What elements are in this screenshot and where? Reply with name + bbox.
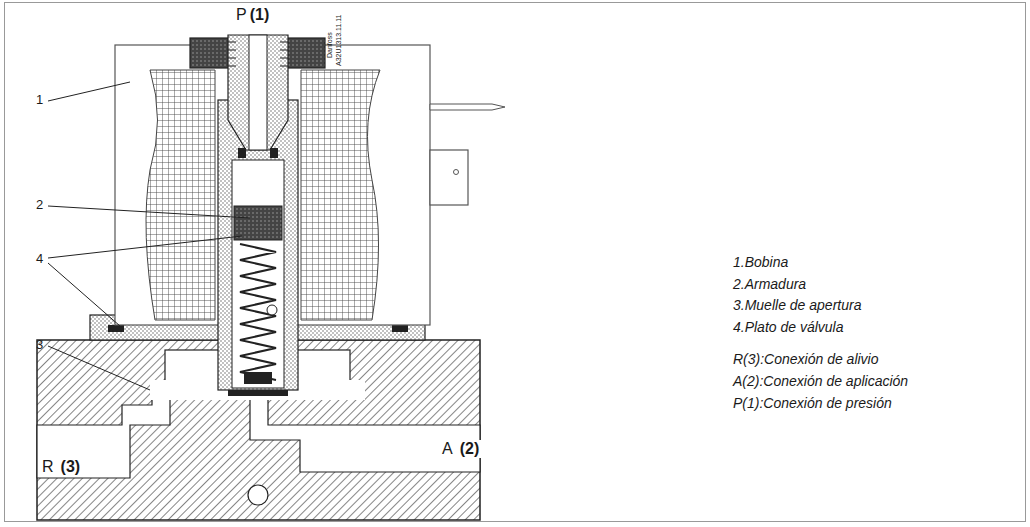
coil-winding bbox=[301, 70, 380, 320]
armature bbox=[234, 206, 282, 240]
port-number: (3) bbox=[59, 458, 83, 476]
legend-text: 2.Armadura bbox=[733, 276, 806, 292]
seal bbox=[392, 325, 408, 332]
callout-number: 1 bbox=[36, 93, 43, 108]
plug-socket bbox=[430, 150, 468, 205]
port-letter: A bbox=[440, 440, 455, 458]
spring bbox=[240, 244, 276, 380]
leader-line bbox=[48, 82, 130, 101]
seal bbox=[108, 325, 124, 332]
coil bbox=[115, 38, 505, 325]
callout-number: 4 bbox=[36, 252, 43, 267]
terminal-pin bbox=[430, 104, 505, 110]
port-number: (1) bbox=[250, 6, 270, 24]
port-number: (2) bbox=[458, 440, 482, 458]
drawing-number: A32U1313.11.11 bbox=[335, 14, 343, 66]
legend-text: P(1):Conexión de presión bbox=[733, 395, 892, 411]
leader-line bbox=[48, 346, 150, 390]
callout-number: 3 bbox=[36, 338, 43, 353]
tube-bore bbox=[232, 160, 284, 388]
callout-number: 2 bbox=[36, 198, 43, 213]
plug-screw bbox=[454, 170, 459, 175]
port-letter: R bbox=[40, 458, 56, 476]
mounting-hole bbox=[248, 485, 268, 505]
application-port bbox=[250, 392, 480, 472]
legend-text: 1.Bobina bbox=[733, 254, 788, 270]
legend-text: A(2):Conexión de aplicación bbox=[733, 373, 908, 389]
pressure-bore bbox=[249, 35, 267, 150]
legend-text: 4.Plato de válvula bbox=[733, 319, 844, 335]
coil-winding bbox=[146, 70, 215, 320]
pressure-fitting bbox=[228, 35, 288, 150]
leader-lines bbox=[48, 82, 250, 390]
frame bbox=[5, 3, 1026, 522]
seal bbox=[238, 148, 246, 158]
legend-text: R(3):Conexión de alivio bbox=[733, 351, 879, 367]
leader-line bbox=[48, 206, 250, 218]
leader-line bbox=[48, 236, 242, 258]
seal bbox=[270, 148, 278, 158]
leader-line bbox=[48, 263, 120, 326]
legend-text: 3.Muelle de apertura bbox=[733, 297, 861, 313]
watermark: Danfoss bbox=[326, 32, 334, 58]
valve-plate bbox=[244, 372, 272, 384]
port-letter: P bbox=[236, 6, 247, 24]
tube-port bbox=[267, 305, 277, 315]
armature-tube bbox=[218, 35, 298, 390]
